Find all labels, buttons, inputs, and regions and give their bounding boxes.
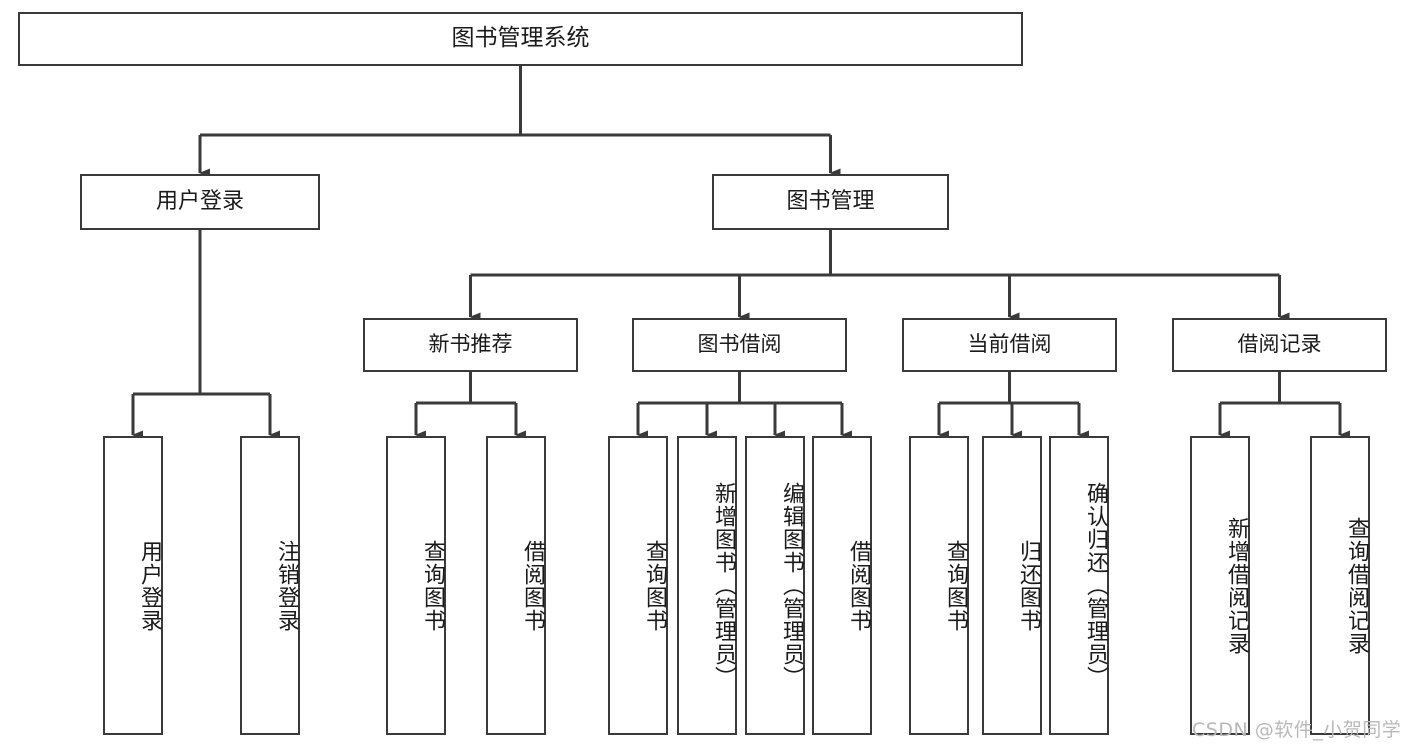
node-label: 借阅图书 — [846, 539, 871, 632]
node-current-borrow[interactable]: 当前借阅 — [902, 318, 1117, 372]
node-leaf-confirm-return-admin[interactable]: 确认归还（管理员） — [1049, 436, 1109, 735]
node-label: 新增借阅记录 — [1224, 516, 1249, 655]
node-label: 注销登录 — [274, 539, 299, 632]
node-label: 图书管理系统 — [451, 25, 590, 52]
node-leaf-add-book-admin[interactable]: 新增图书（管理员） — [677, 436, 737, 735]
node-leaf-return-book[interactable]: 归还图书 — [982, 436, 1042, 735]
node-label: 用户登录 — [137, 539, 162, 632]
node-label: 确认归还（管理员） — [1083, 482, 1108, 689]
node-label: 查询图书 — [420, 539, 445, 632]
node-label: 当前借阅 — [967, 332, 1052, 357]
node-borrow-record[interactable]: 借阅记录 — [1172, 318, 1387, 372]
node-label: 用户登录 — [155, 188, 244, 214]
node-leaf-query-book-rec[interactable]: 查询图书 — [386, 436, 446, 735]
node-leaf-query-borrow-record[interactable]: 查询借阅记录 — [1310, 436, 1370, 735]
node-label: 图书管理 — [786, 188, 875, 214]
csdn-watermark: CSDN @软件_小贺同学 — [1192, 719, 1402, 741]
node-leaf-query-book-borrow[interactable]: 查询图书 — [608, 436, 668, 735]
node-leaf-query-book-cur[interactable]: 查询图书 — [909, 436, 969, 735]
node-leaf-logout-login[interactable]: 注销登录 — [240, 436, 300, 735]
node-label: 新增图书（管理员） — [711, 482, 736, 689]
node-leaf-borrow-book-rec[interactable]: 借阅图书 — [486, 436, 546, 735]
node-label: 图书借阅 — [697, 332, 782, 357]
node-leaf-edit-book-admin[interactable]: 编辑图书（管理员） — [745, 436, 805, 735]
node-label: 归还图书 — [1016, 539, 1041, 632]
node-label: 查询借阅记录 — [1344, 516, 1369, 655]
node-leaf-user-login[interactable]: 用户登录 — [103, 436, 163, 735]
node-leaf-borrow-book[interactable]: 借阅图书 — [812, 436, 872, 735]
node-book-manage[interactable]: 图书管理 — [712, 174, 949, 230]
node-label: 编辑图书（管理员） — [779, 482, 804, 689]
node-new-book-recommend[interactable]: 新书推荐 — [363, 318, 578, 372]
node-label: 查询图书 — [642, 539, 667, 632]
node-label: 新书推荐 — [428, 332, 513, 357]
node-label: 借阅记录 — [1237, 332, 1322, 357]
node-user-login[interactable]: 用户登录 — [80, 174, 320, 230]
node-label: 借阅图书 — [520, 539, 545, 632]
node-book-borrow[interactable]: 图书借阅 — [632, 318, 847, 372]
node-root-system[interactable]: 图书管理系统 — [18, 12, 1023, 66]
node-label: 查询图书 — [943, 539, 968, 632]
node-leaf-add-borrow-record[interactable]: 新增借阅记录 — [1190, 436, 1250, 735]
